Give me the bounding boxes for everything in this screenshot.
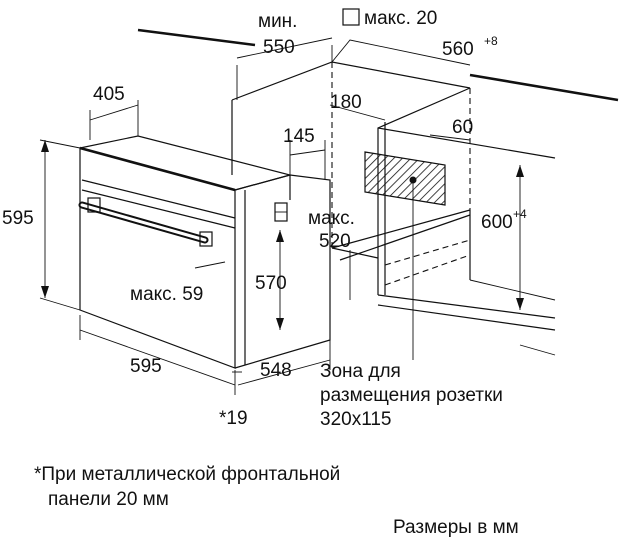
footnote-line2: панели 20 мм xyxy=(48,489,169,510)
dim-595-arrow-top xyxy=(41,140,49,152)
oven-front-face xyxy=(79,147,236,369)
cabinet-outline xyxy=(137,28,619,356)
label-19: *19 xyxy=(219,408,248,429)
oven-panel-divider xyxy=(81,179,236,219)
label-max59: макс. 59 xyxy=(130,284,203,305)
socket-zone-text: Зона для размещения розетки 320x115 xyxy=(320,361,503,430)
label-max20: макс. 20 xyxy=(364,8,437,29)
units-note: Размеры в мм xyxy=(393,517,519,538)
oven-handle-mount-right xyxy=(199,231,213,247)
socket-zone-hatch xyxy=(364,151,446,206)
dim-595-ext-top xyxy=(39,139,81,149)
hidden-edge-floor-2 xyxy=(384,254,471,286)
label-560: 560 xyxy=(442,39,474,60)
niche-floor-left xyxy=(331,247,379,259)
dim-595-horizontal-line xyxy=(79,329,236,386)
cabinet-bottom-stub xyxy=(519,344,556,356)
max20-square xyxy=(342,8,360,26)
label-595-horizontal: 595 xyxy=(130,356,162,377)
socket-zone-line1: Зона для xyxy=(320,361,401,382)
label-595-vertical: 595 xyxy=(2,208,34,229)
dim-145-line xyxy=(289,149,326,156)
niche-bottom-front-2 xyxy=(377,304,556,331)
dimension-lines xyxy=(39,8,524,395)
socket-zone-line2: размещения розетки xyxy=(320,385,503,406)
dimension-labels: мин. 550 макс. 20 560 +8 405 180 60 145 … xyxy=(2,8,527,429)
countertop-edge-left xyxy=(137,28,256,47)
label-60: 60 xyxy=(452,117,473,138)
oven-top-surface xyxy=(79,135,293,191)
label-min: мин. xyxy=(258,11,297,32)
oven-side-body xyxy=(234,174,331,369)
label-550: 550 xyxy=(263,37,295,58)
label-405: 405 xyxy=(93,84,125,105)
oven-top-front-edge xyxy=(79,146,236,192)
dim-60-line xyxy=(429,134,471,141)
dim-570-arrow-bottom xyxy=(276,318,284,330)
oven-drawing xyxy=(78,135,331,369)
niche-floor-back xyxy=(331,209,471,249)
hidden-edge-floor xyxy=(384,239,471,266)
label-600-tol: +4 xyxy=(513,207,527,221)
label-570: 570 xyxy=(255,273,287,294)
footnote: *При металлической фронтальной панели 20… xyxy=(34,464,340,510)
dim-595-arrow-bottom xyxy=(41,286,49,298)
dim-548-line xyxy=(237,359,331,386)
dim-600-arrow-bottom xyxy=(516,298,524,310)
socket-zone-line3: 320x115 xyxy=(320,409,392,430)
dim-595-ext-bottom xyxy=(39,297,81,311)
niche-front-top xyxy=(377,127,556,159)
niche-bottom-front xyxy=(377,294,556,319)
dim-405-line xyxy=(89,104,139,121)
dim-570-arrow-top xyxy=(276,230,284,242)
label-560-tol: +8 xyxy=(484,34,498,48)
countertop-edge-right xyxy=(469,73,619,102)
footnote-line1: *При металлической фронтальной xyxy=(34,464,340,485)
niche-shelf xyxy=(339,214,471,261)
oven-handle-mount-left xyxy=(87,197,101,213)
label-max: макс. xyxy=(308,208,355,229)
dim-600-arrow-top xyxy=(516,165,524,177)
oven-handle-highlight xyxy=(80,203,207,242)
oven-panel-divider-2 xyxy=(81,189,236,229)
label-520: 520 xyxy=(319,231,351,252)
label-180: 180 xyxy=(330,92,362,113)
niche-floor-right xyxy=(469,279,556,301)
dim-550-line xyxy=(236,37,333,59)
label-145: 145 xyxy=(283,126,315,147)
dim-560-line xyxy=(331,39,471,66)
label-600: 600 xyxy=(481,212,513,233)
dim-180-line xyxy=(329,104,386,121)
niche-front-frame-left xyxy=(377,87,471,295)
dim-59-line xyxy=(194,261,226,269)
label-548: 548 xyxy=(260,360,292,381)
